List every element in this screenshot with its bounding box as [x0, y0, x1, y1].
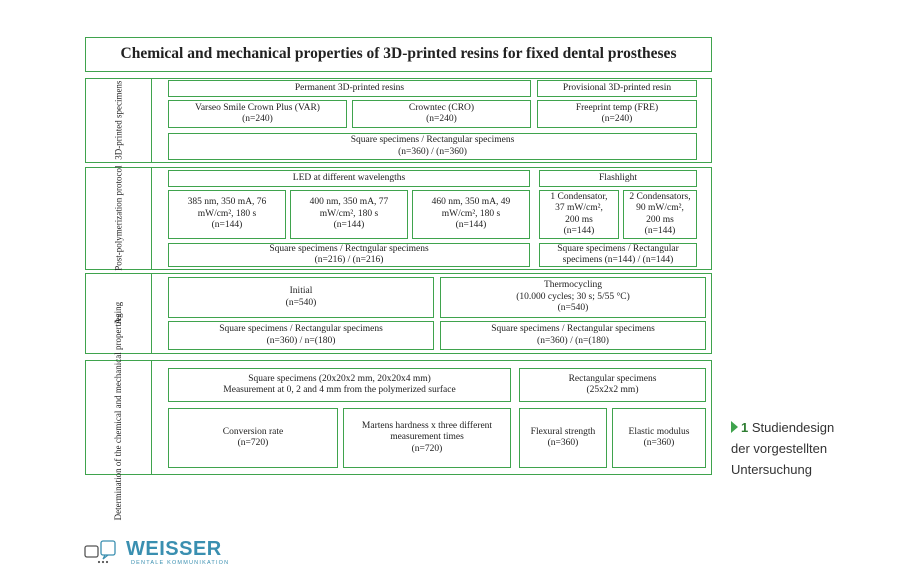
section-specimens-frame [85, 78, 712, 163]
figure-caption: 1 Studiendesign der vorgestellten Unters… [731, 418, 901, 480]
caption-text: Studiendesign der vorgestellten Untersuc… [731, 420, 835, 477]
weisser-logo: WEISSER DENTALE KOMMUNIKATION [84, 538, 244, 568]
rectangular-specimens-box: Rectangular specimens (25x2x2 mm) [519, 368, 706, 402]
led-400-box: 400 nm, 350 mA, 77 mW/cm², 180 s (n=144) [290, 190, 408, 239]
led-460-box: 460 nm, 350 mA, 49 mW/cm², 180 s (n=144) [412, 190, 530, 239]
logo-name: WEISSER [126, 538, 222, 560]
specimens-shape-total: Square specimens / Rectangular specimens… [168, 133, 697, 160]
aging-initial-box: Initial (n=540) [168, 277, 434, 318]
flexural-strength-box: Flexural strength (n=360) [519, 408, 607, 468]
diagram-title-box: Chemical and mechanical properties of 3D… [85, 37, 712, 72]
flashlight-header: Flashlight [539, 170, 697, 187]
flash-1-condensator-box: 1 Condensator, 37 mW/cm², 200 ms (n=144) [539, 190, 619, 239]
led-shape-total: Square specimens / Rectngular specimens … [168, 243, 530, 267]
section-postpoly-frame [85, 167, 712, 270]
elastic-modulus-box: Elastic modulus (n=360) [612, 408, 706, 468]
conversion-rate-box: Conversion rate (n=720) [168, 408, 338, 468]
permanent-resins-header: Permanent 3D-printed resins [168, 80, 531, 97]
section-determination-label: Determination of the chemical and mechan… [86, 314, 152, 521]
flash-2-condensators-box: 2 Condensators, 90 mW/cm², 200 ms (n=144… [623, 190, 697, 239]
square-specimens-box: Square specimens (20x20x2 mm, 20x20x4 mm… [168, 368, 511, 402]
section-specimens-label: 3D-printed specimens [86, 79, 152, 162]
led-385-box: 385 nm, 350 mA, 76 mW/cm², 180 s (n=144) [168, 190, 286, 239]
caption-number: 1 [741, 420, 749, 435]
diagram-title: Chemical and mechanical properties of 3D… [120, 45, 677, 63]
section-postpoly-label: Post-polymerization protocol [86, 166, 152, 271]
section-determination-frame [85, 360, 712, 475]
aging-thermocycling-box: Thermocycling (10.000 cycles; 30 s; 5/55… [440, 277, 706, 318]
martens-hardness-box: Martens hardness x three different measu… [343, 408, 511, 468]
aging-initial-shape-total: Square specimens / Rectangular specimens… [168, 321, 434, 350]
logo-subtitle: DENTALE KOMMUNIKATION [131, 560, 230, 566]
caption-arrow-icon [731, 421, 738, 433]
var-box: Varseo Smile Crown Plus (VAR) (n=240) [168, 100, 347, 128]
flash-shape-total: Square specimens / Rectangular specimens… [539, 243, 697, 267]
section-aging-label: Aging [86, 274, 152, 353]
provisional-resin-header: Provisional 3D-printed resin [537, 80, 697, 97]
speech-bubbles-icon [84, 540, 116, 564]
aging-thermo-shape-total: Square specimens / Rectangular specimens… [440, 321, 706, 350]
cro-box: Crowntec (CRO) (n=240) [352, 100, 531, 128]
section-aging-frame [85, 273, 712, 354]
led-header: LED at different wavelengths [168, 170, 530, 187]
fre-box: Freeprint temp (FRE) (n=240) [537, 100, 697, 128]
